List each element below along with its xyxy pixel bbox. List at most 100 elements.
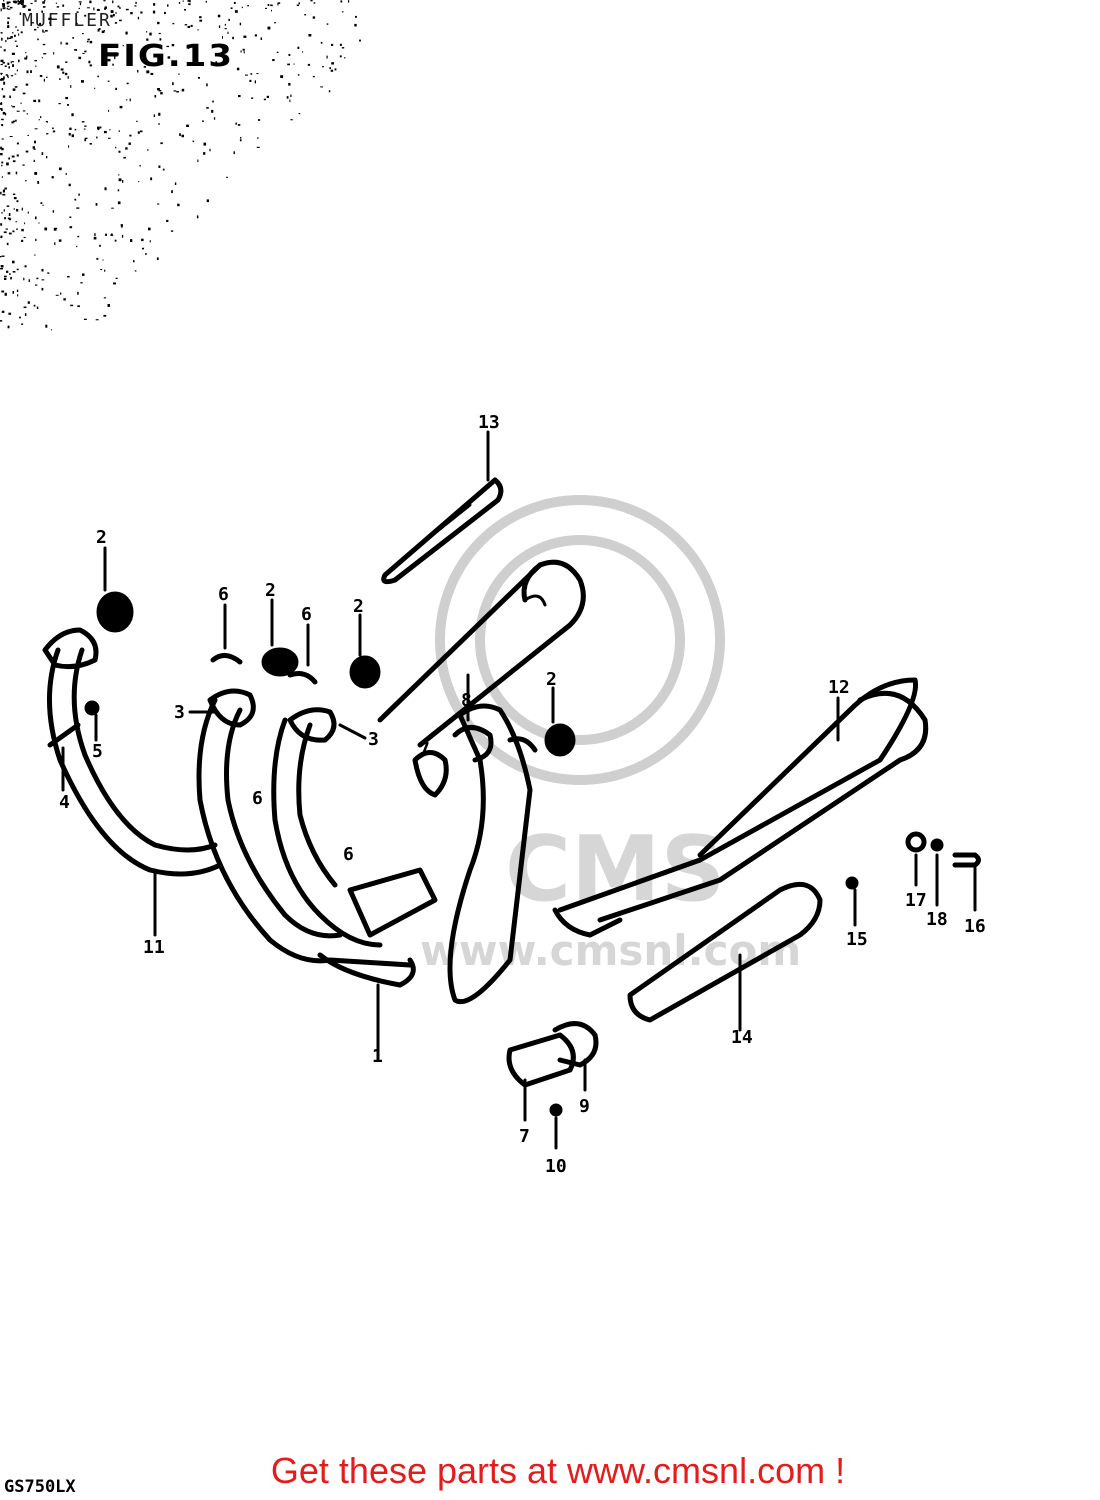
speckle xyxy=(125,8,129,11)
speckle xyxy=(89,0,92,4)
part-7-connector[interactable] xyxy=(506,1032,576,1122)
part-17-washer[interactable] xyxy=(905,831,927,887)
speckle xyxy=(102,259,104,261)
callout-1: 1 xyxy=(372,1046,383,1067)
speckle xyxy=(0,320,3,322)
speckle xyxy=(33,99,37,102)
speckle xyxy=(171,44,175,47)
speckle xyxy=(322,66,324,68)
part-9-clamp[interactable] xyxy=(552,1021,599,1092)
callout-14: 14 xyxy=(731,1027,753,1048)
part-6-brackets[interactable] xyxy=(210,603,318,685)
speckle xyxy=(9,6,13,9)
part-18-nut[interactable] xyxy=(930,838,944,907)
speckle xyxy=(105,233,107,236)
speckle xyxy=(178,2,181,4)
cmsnl-parts-link[interactable]: Get these parts at www.cmsnl.com ! xyxy=(270,1450,846,1491)
speckle xyxy=(16,142,19,145)
speckle xyxy=(289,99,291,103)
speckle xyxy=(230,7,233,9)
speckle xyxy=(37,38,39,41)
speckle xyxy=(187,0,190,2)
speckle xyxy=(41,287,44,291)
speckle xyxy=(146,38,149,41)
speckle xyxy=(149,32,152,36)
speckle xyxy=(267,26,271,30)
speckle xyxy=(103,314,107,317)
speckle xyxy=(172,82,174,86)
speckle xyxy=(15,26,17,28)
speckle xyxy=(6,270,9,273)
speckle xyxy=(119,105,123,109)
speckle xyxy=(67,104,69,106)
speckle xyxy=(7,1,11,4)
speckle xyxy=(42,1,45,4)
speckle xyxy=(84,14,87,17)
speckle xyxy=(10,75,14,77)
speckle xyxy=(7,37,9,40)
speckle xyxy=(34,60,37,62)
speckle xyxy=(334,68,337,71)
speckle xyxy=(167,4,169,7)
part-7-sleeve-upper[interactable] xyxy=(412,750,449,798)
part-15-bolt[interactable] xyxy=(845,876,859,927)
part-4-5-bolt-washer[interactable] xyxy=(47,700,100,792)
speckle xyxy=(1,176,3,178)
speckle xyxy=(267,4,270,6)
speckle xyxy=(12,291,15,294)
speckle xyxy=(3,275,7,277)
speckle xyxy=(177,203,180,207)
speckle xyxy=(3,231,7,234)
speckle xyxy=(4,65,7,67)
speckle xyxy=(42,29,44,33)
speckle xyxy=(78,56,82,60)
speckle xyxy=(245,74,248,76)
speckle xyxy=(190,24,193,27)
speckle xyxy=(162,168,165,171)
speckle xyxy=(126,82,129,85)
speckle xyxy=(0,153,3,156)
part-muffler-upper[interactable] xyxy=(377,559,586,748)
speckle xyxy=(158,32,161,35)
speckle xyxy=(339,55,342,58)
speckle xyxy=(288,53,291,56)
speckle xyxy=(182,0,184,2)
speckle xyxy=(96,8,100,11)
speckle xyxy=(68,132,71,136)
part-12-muffler[interactable] xyxy=(447,677,929,1004)
speckle xyxy=(33,304,36,307)
callout-17: 17 xyxy=(905,890,927,911)
part-14-heat-shield-lower[interactable] xyxy=(627,881,823,1032)
speckle xyxy=(14,34,16,37)
speckle xyxy=(34,140,36,144)
part-16-screw[interactable] xyxy=(952,852,981,912)
speckle xyxy=(129,98,131,102)
speckle xyxy=(276,51,279,53)
speckle xyxy=(5,74,8,76)
speckle xyxy=(104,269,106,272)
part-13-heat-shield[interactable] xyxy=(381,430,504,585)
watermark: CMS www.cmsnl.com xyxy=(420,495,801,975)
speckle xyxy=(222,35,223,39)
speckle xyxy=(166,45,169,48)
part-11-exhaust-pipe-left[interactable] xyxy=(42,627,223,937)
speckle xyxy=(153,114,155,117)
speckle xyxy=(7,21,9,25)
speckle xyxy=(138,181,140,183)
part-3-clamps[interactable] xyxy=(188,710,367,740)
speckle xyxy=(158,165,161,168)
part-10-bolt[interactable] xyxy=(549,1103,563,1150)
speckle xyxy=(43,53,47,55)
speckle xyxy=(278,2,281,4)
speckle xyxy=(15,221,18,223)
speckle xyxy=(154,95,157,98)
speckle xyxy=(115,146,117,149)
speckle xyxy=(224,59,227,62)
speckle xyxy=(64,72,68,76)
part-1-exhaust-pipe-center[interactable] xyxy=(196,688,438,1062)
part-2-gaskets[interactable] xyxy=(96,546,576,757)
speckle xyxy=(0,102,3,105)
speckle xyxy=(254,80,256,84)
part-8-clamp[interactable] xyxy=(452,673,538,763)
speckle xyxy=(340,0,343,3)
